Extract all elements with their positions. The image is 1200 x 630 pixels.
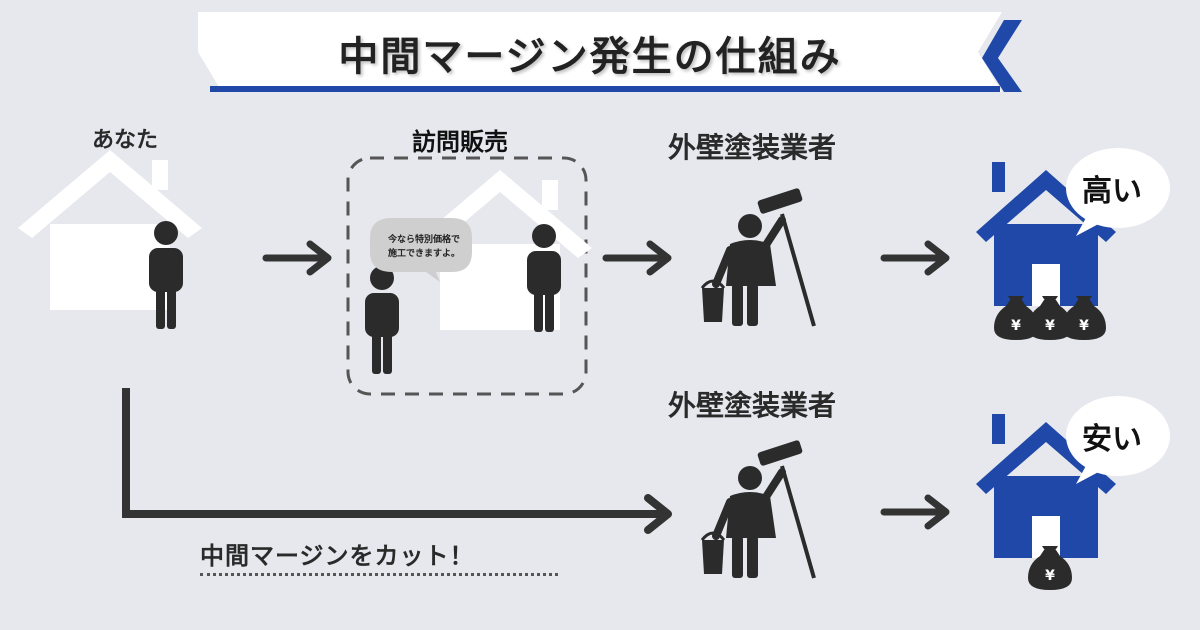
speech-bubble-icon <box>370 218 472 282</box>
speech-line-2: 施工できますよ。 <box>387 249 460 259</box>
arrow-icon <box>884 498 946 526</box>
arrow-icon <box>884 244 946 272</box>
label-cut-margin: 中間マージンをカット！ <box>200 542 475 570</box>
bypass-route-line <box>122 388 662 518</box>
price-bubble-high <box>1066 148 1170 228</box>
label-door-to-door: 訪問販売 <box>412 128 508 156</box>
person-icon <box>365 266 399 374</box>
title-banner <box>198 12 1022 92</box>
price-low-label: 安い <box>1082 422 1142 457</box>
speech-line-1: 今なら特別価格で <box>387 235 460 245</box>
price-high-label: 高い <box>1082 174 1142 209</box>
painter-with-roller-icon <box>702 188 814 326</box>
page-title: 中間マージン発生の仕組み <box>338 34 842 80</box>
label-painter-top: 外壁塗装業者 <box>668 131 837 164</box>
label-painter-bottom: 外壁塗装業者 <box>668 389 837 422</box>
speech-bubble-text: 今なら特別価格で 施工できますよ。 <box>374 233 474 261</box>
arrow-icon <box>606 244 668 272</box>
price-bubble-low <box>1066 396 1170 476</box>
dotted-underline <box>200 573 558 576</box>
door-to-door-frame <box>346 156 588 396</box>
arrow-icon <box>644 494 672 534</box>
title-band: 中間マージン発生の仕組み <box>210 14 1000 92</box>
painter-with-roller-icon <box>702 440 814 578</box>
label-you: あなた <box>92 128 159 153</box>
arrow-icon <box>266 244 328 272</box>
